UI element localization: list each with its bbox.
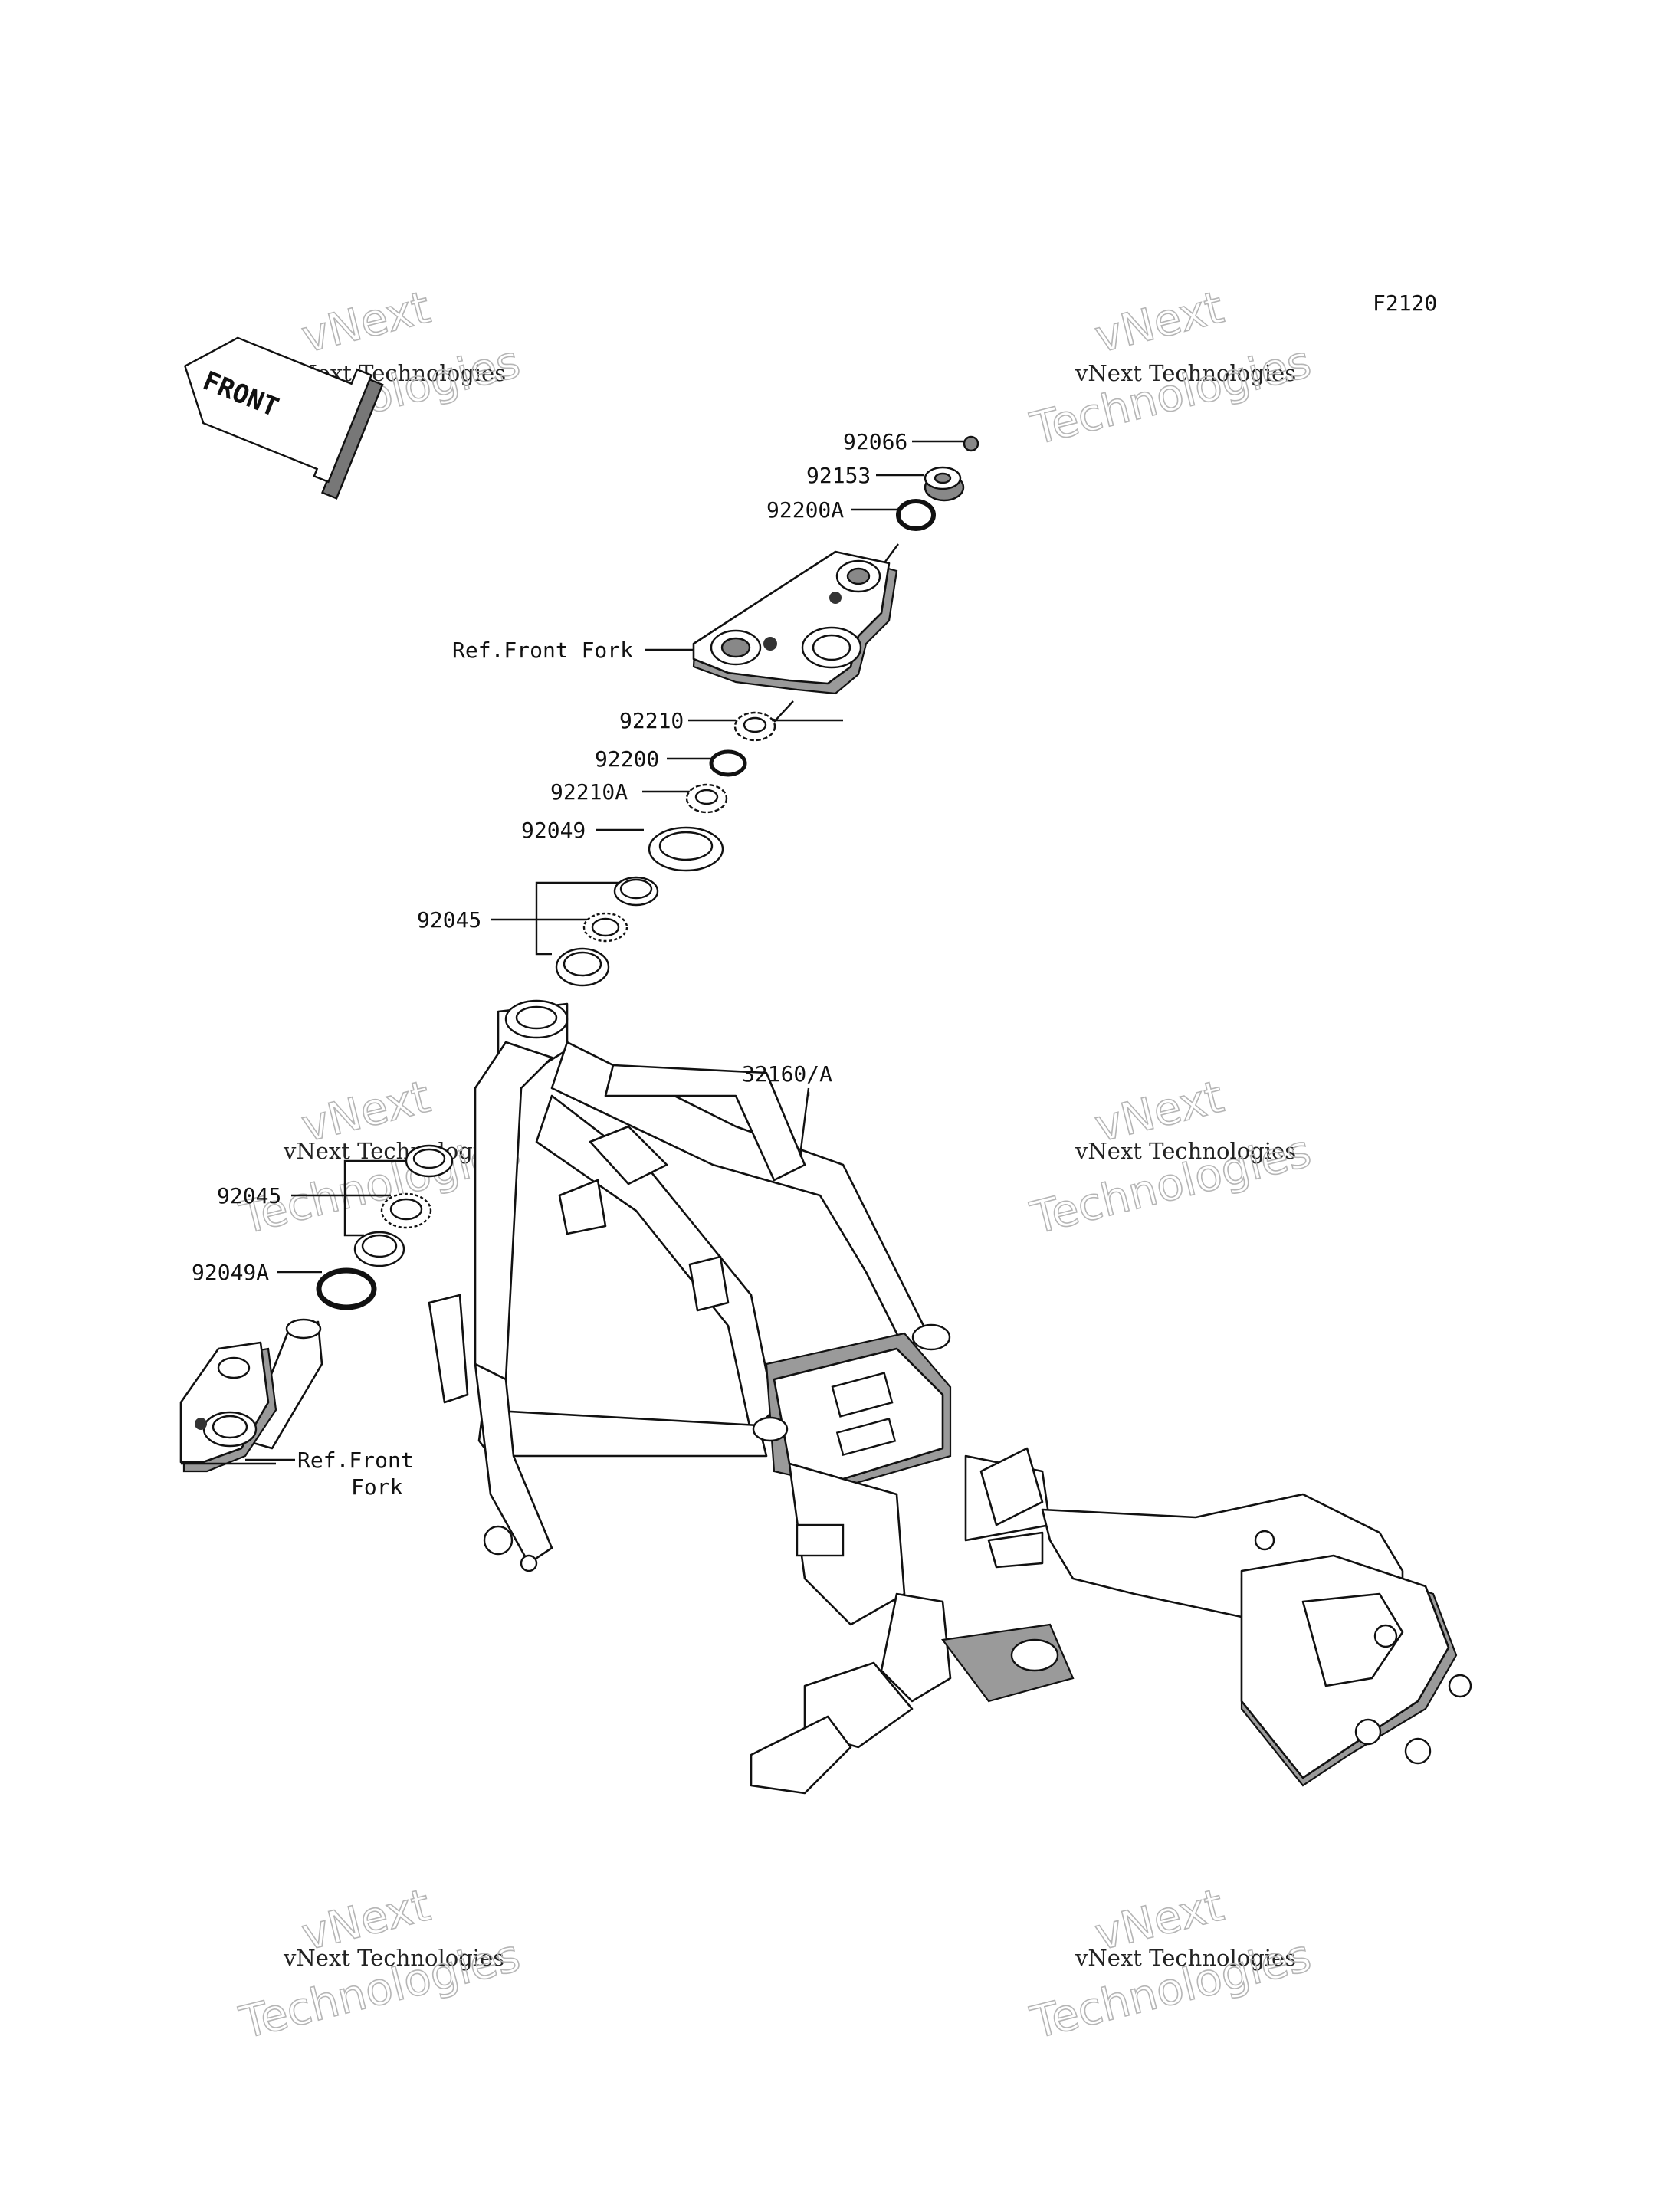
watermark-big-1: vNext — [297, 281, 435, 363]
watermark-big-1: vNext — [1090, 281, 1229, 363]
watermark-small: vNext Technologies — [1075, 1945, 1296, 1971]
part-92200-washer — [709, 749, 747, 777]
part-upper-bracket — [692, 550, 898, 695]
watermark-small: vNext Technologies — [1075, 1138, 1296, 1164]
part-92045-lower-races — [353, 1144, 454, 1267]
label-92210: 92210 — [619, 708, 684, 733]
label-32160A: 32160/A — [742, 1061, 832, 1087]
part-92049A-seal — [316, 1267, 377, 1310]
part-92049-seal — [648, 826, 724, 872]
figure-code: F2120 — [1373, 290, 1437, 316]
part-lower-bracket — [179, 1318, 323, 1473]
watermark-big-2: Technologies — [1025, 335, 1316, 454]
watermark-bottom-right: vNext vNext Technologies Technologies — [1025, 1878, 1317, 2050]
label-92049: 92049 — [521, 818, 586, 843]
watermark-top-right: vNext vNext Technologies Technologies — [1025, 280, 1317, 456]
watermark-bottom-left: vNext vNext Technologies Technologies — [234, 1878, 526, 2050]
label-92200A: 92200A — [766, 497, 844, 523]
part-92200A-washer — [896, 499, 936, 531]
label-92200: 92200 — [595, 746, 659, 772]
watermark-small: vNext Technologies — [283, 1138, 504, 1164]
part-92066-cap — [963, 435, 979, 452]
watermark-mid-right: vNext vNext Technologies Technologies — [1025, 1070, 1317, 1245]
label-92045-lower: 92045 — [217, 1183, 281, 1208]
label-92210A: 92210A — [550, 779, 628, 805]
front-arrow-icon: FRONT — [183, 336, 384, 500]
label-92049A: 92049A — [192, 1260, 269, 1285]
part-32160A-frame — [428, 999, 1472, 1795]
label-92066: 92066 — [843, 429, 907, 454]
part-92153-nut — [924, 466, 965, 502]
label-ref-front-fork-lower-1: Ref.Front — [297, 1448, 414, 1473]
label-ref-front-fork-top: Ref.Front Fork — [452, 638, 633, 663]
watermark-small: vNext Technologies — [1075, 360, 1296, 386]
label-92045-upper: 92045 — [417, 907, 481, 933]
label-92153: 92153 — [806, 463, 871, 488]
part-92210-nut — [733, 711, 776, 742]
label-ref-front-fork-lower-2: Fork — [351, 1474, 403, 1500]
watermark-small: vNext Technologies — [283, 1945, 504, 1971]
part-92210A-nut — [685, 783, 728, 814]
part-92045-upper-races — [555, 876, 659, 987]
